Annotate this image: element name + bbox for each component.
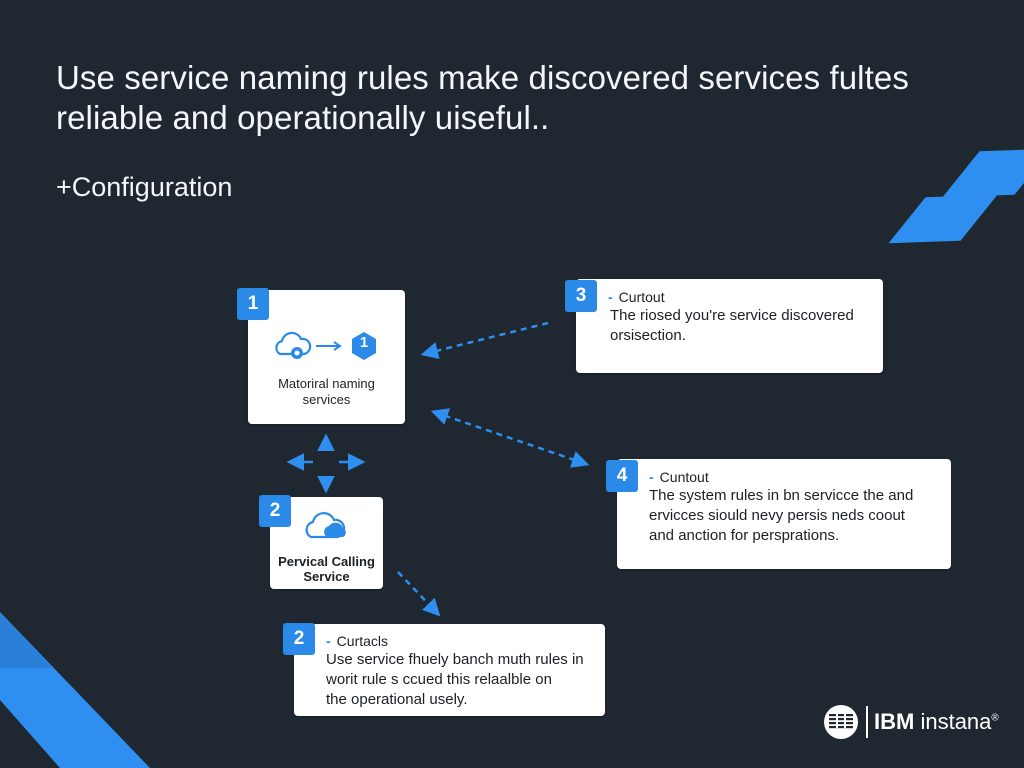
logo-text: IBM instana® xyxy=(874,709,999,734)
cloud-icon xyxy=(275,331,312,359)
hexagon-icon xyxy=(352,332,376,360)
ibm-instana-logo: IBM instana® xyxy=(824,704,999,740)
connector-callout3-node1 xyxy=(420,321,549,360)
node1-label-line1: Matoriral naming xyxy=(278,376,375,391)
ibm-logo-icon xyxy=(824,705,858,739)
connector-node2-callout2 xyxy=(397,571,441,617)
cloud-icon xyxy=(305,512,346,539)
callout2-body: Use service fhuely banch muth rules in w… xyxy=(326,651,584,708)
callout3-heading: -Curtout xyxy=(608,289,665,305)
node1-inner-number: 1 xyxy=(359,334,369,351)
callout3-body: The riosed you're service discovered ors… xyxy=(610,307,854,344)
connector-node1-callout4 xyxy=(430,408,590,468)
configuration-label: +Configuration xyxy=(56,172,233,202)
callout4-body: The system rules in bn servicce the and … xyxy=(649,487,914,544)
node2-label-line1: Pervical Calling xyxy=(278,554,375,569)
page-title: Use service naming rules make discovered… xyxy=(56,59,909,136)
callout-4: -Cuntout The system rules in bn servicce… xyxy=(617,459,951,569)
logo-separator xyxy=(866,706,868,738)
node2-label-line2: Service xyxy=(303,569,350,584)
node1-label-line2: services xyxy=(302,392,351,407)
callout3-number-badge: 3 xyxy=(565,280,597,312)
node1-diagram-icons xyxy=(275,331,376,360)
node-naming-services: 1 Matoriral naming services xyxy=(248,290,405,424)
callout4-heading: -Cuntout xyxy=(649,469,709,485)
node1-number-badge: 1 xyxy=(237,288,269,320)
arrow-right-icon xyxy=(316,341,342,351)
callout-2: -Curtacls Use service fhuely banch muth … xyxy=(294,624,605,716)
callout-3: -Curtout The riosed you're service disco… xyxy=(576,279,883,373)
callout2-heading: -Curtacls xyxy=(326,633,389,649)
node2-number-badge: 2 xyxy=(259,495,291,527)
callout4-number-badge: 4 xyxy=(606,460,638,492)
move-arrows-icon xyxy=(286,433,366,494)
callout2-number-badge: 2 xyxy=(283,623,315,655)
